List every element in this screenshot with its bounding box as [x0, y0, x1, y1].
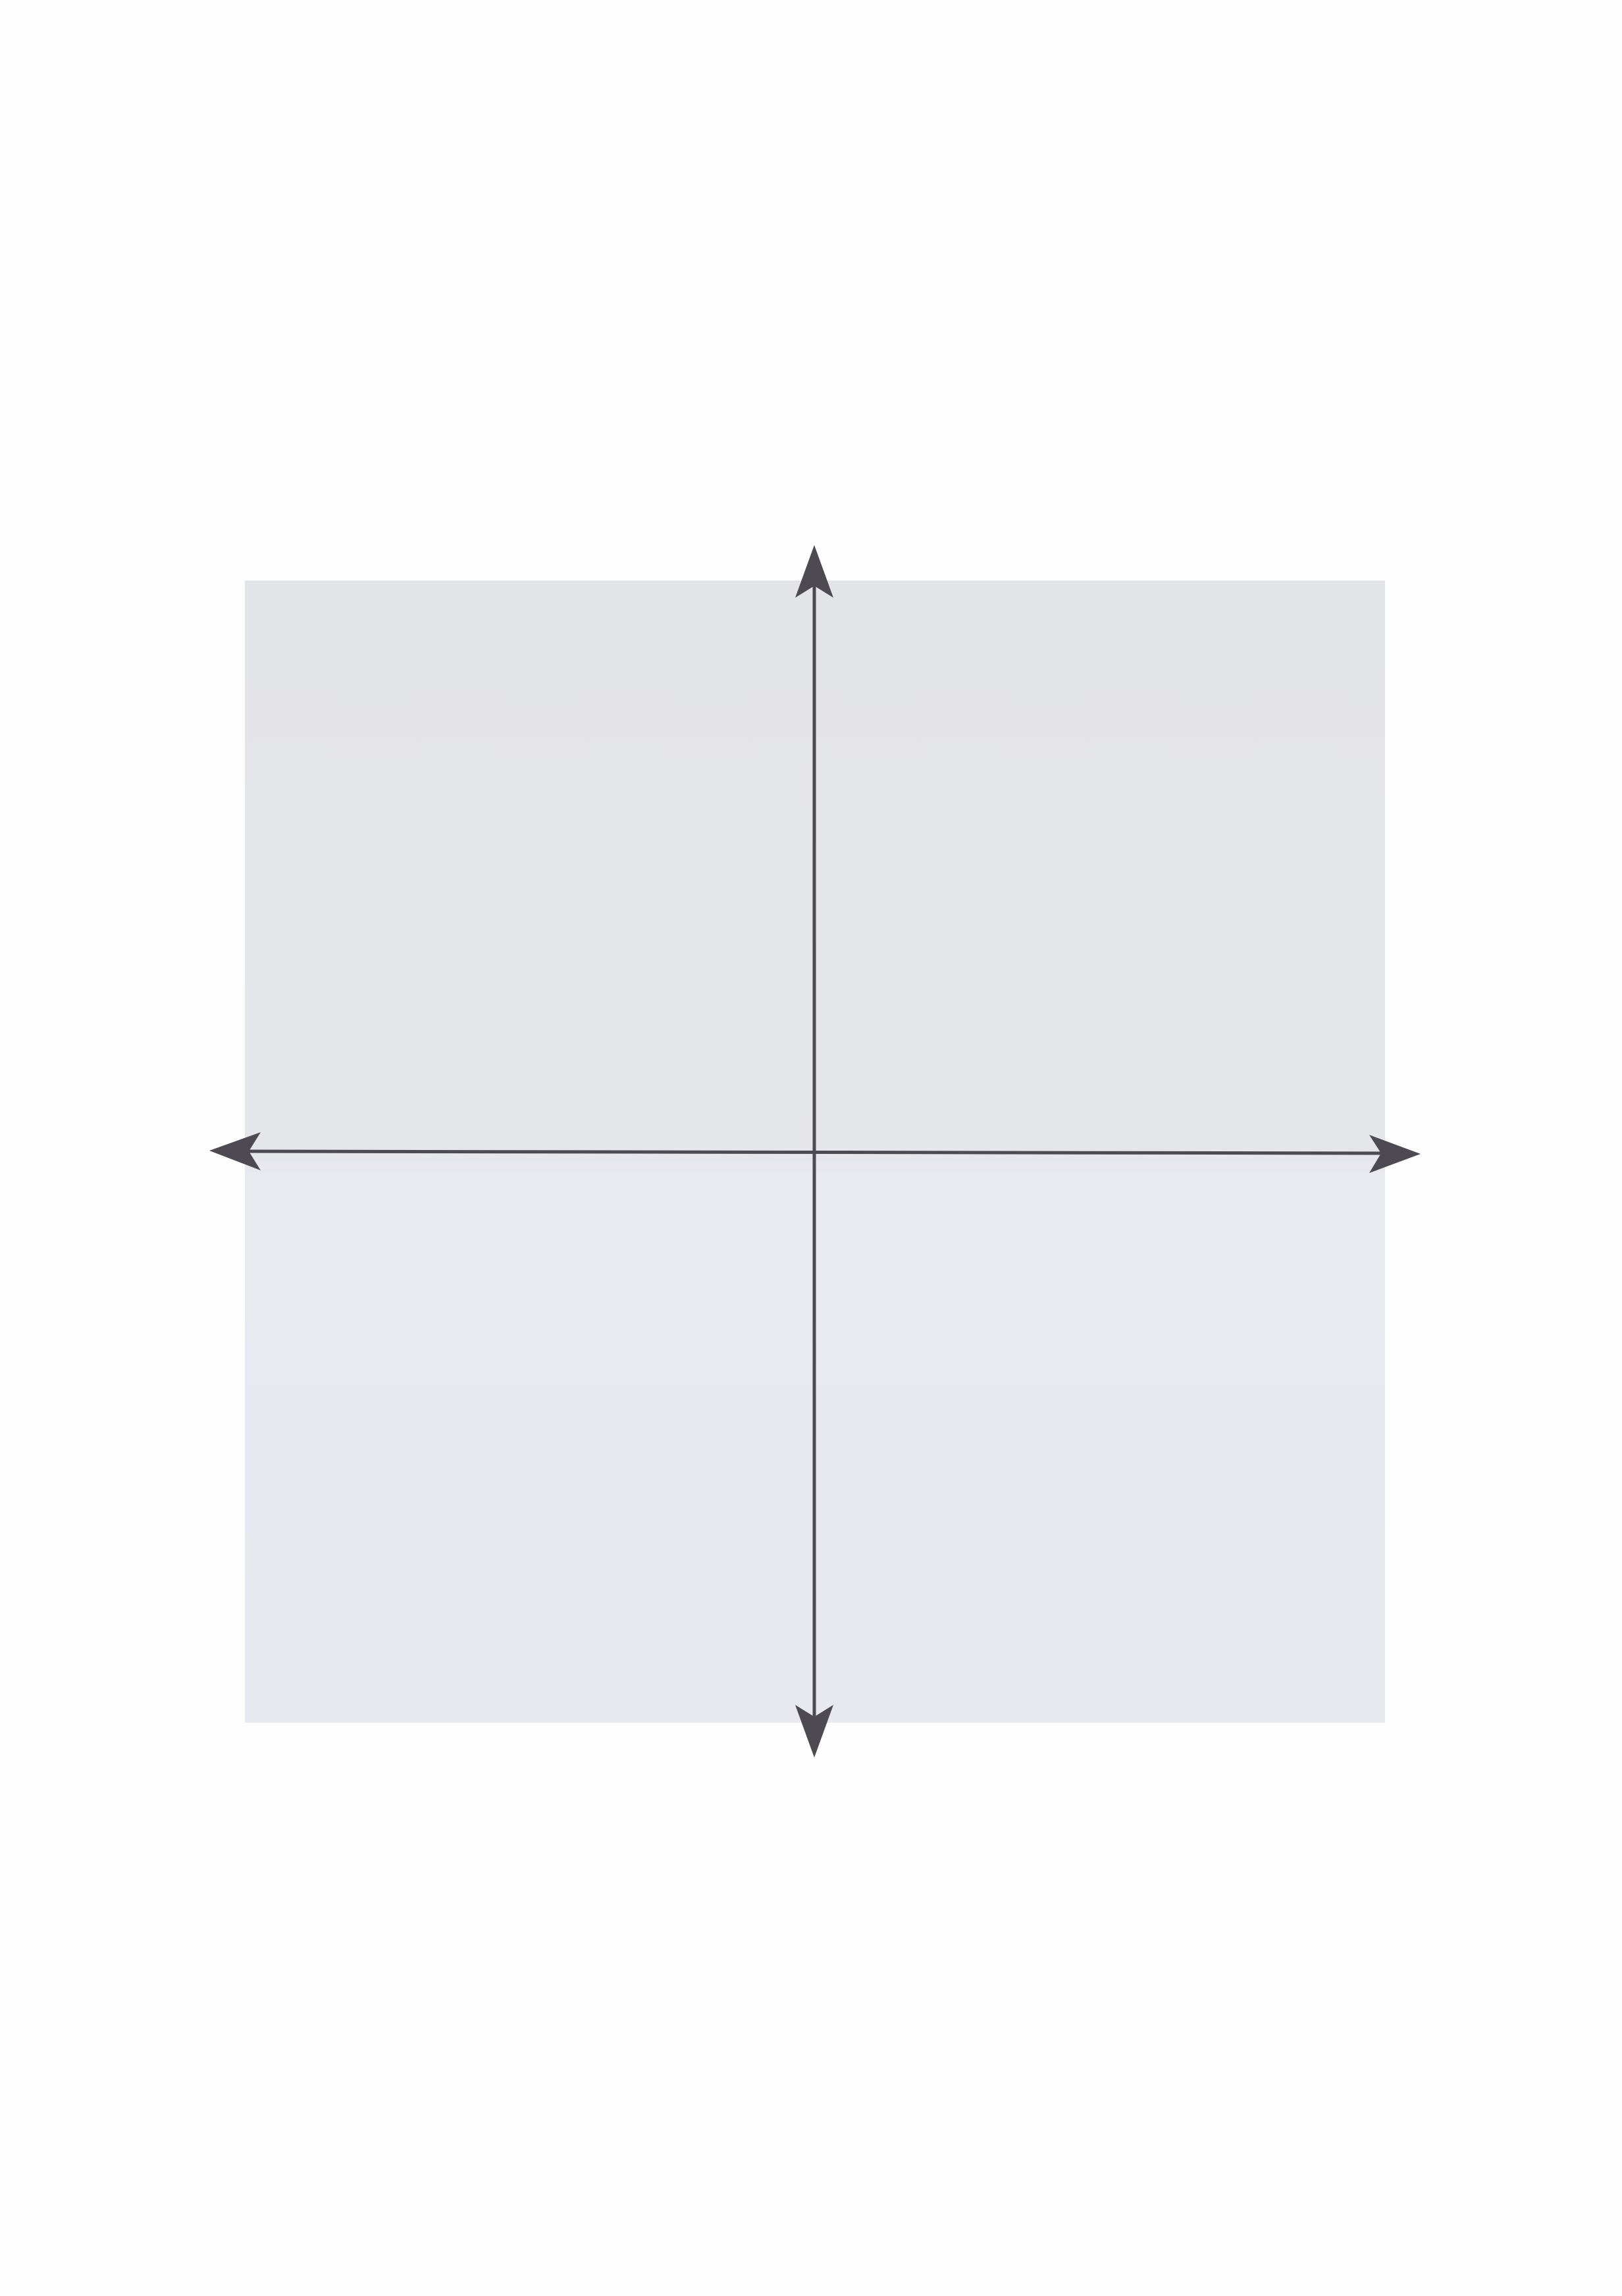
quadrant-iii — [245, 1151, 814, 1723]
quadrant-iv — [814, 1151, 1385, 1723]
x-axis-left-arrowhead-icon — [209, 1132, 261, 1170]
x-axis-right-arrowhead-icon — [1369, 1135, 1421, 1173]
quadrant-i — [814, 581, 1385, 1151]
y-axis-down-arrowhead-icon — [795, 1705, 833, 1758]
quadrant-ii — [245, 581, 814, 1151]
y-axis-up-arrowhead-icon — [795, 545, 833, 598]
